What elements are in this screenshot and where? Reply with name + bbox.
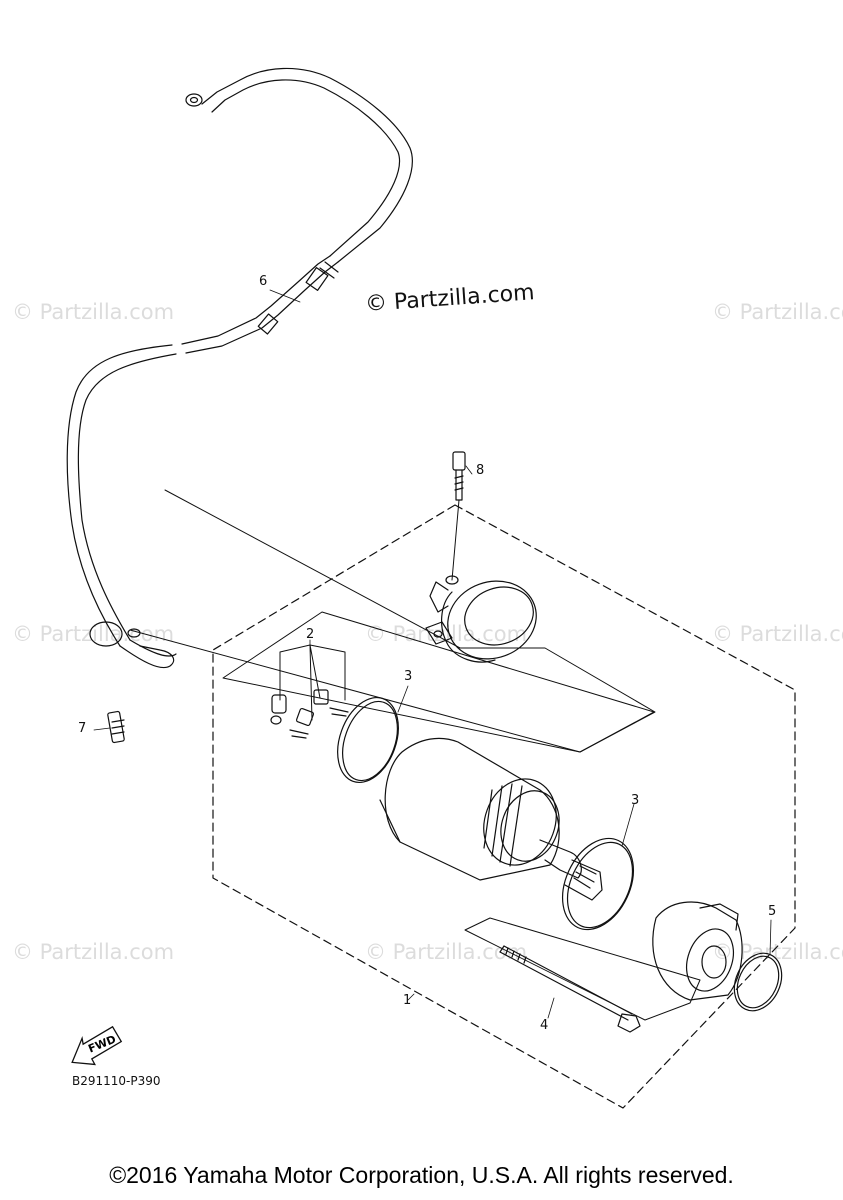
leader-5: [769, 919, 772, 956]
motor-body: [379, 737, 603, 901]
callout-4: 4: [540, 1018, 549, 1033]
leader-3a: [397, 685, 409, 713]
callout-7: 7: [78, 721, 87, 736]
watermark: © Partzilla.com: [712, 622, 843, 646]
rear-cover: [425, 575, 537, 663]
through-bolt: [499, 945, 641, 1033]
brush-panel: [222, 611, 655, 753]
leader-1: [407, 993, 415, 1001]
leader-6: [269, 289, 301, 303]
o-ring-lower: [562, 837, 634, 931]
bolt-8: [451, 451, 466, 581]
bolt-panel: [464, 917, 701, 1021]
leader-4: [547, 997, 555, 1019]
diagram-code: B291110-P390: [72, 1074, 161, 1088]
watermark: © Partzilla.com: [12, 940, 175, 964]
front-cover: [652, 901, 743, 1001]
callout-1: 1: [403, 993, 412, 1008]
callout-3-upper: 3: [404, 669, 413, 684]
o-ring-5: [733, 952, 783, 1012]
bolt-7: [107, 710, 125, 744]
callout-2: 2: [306, 627, 315, 642]
copyright-notice: ©2016 Yamaha Motor Corporation, U.S.A. A…: [109, 1162, 734, 1188]
watermark: © Partzilla.com: [12, 300, 175, 324]
fwd-arrow: [71, 1025, 123, 1066]
assembly-boundary: [212, 504, 796, 1109]
watermark: © Partzilla.com: [712, 300, 843, 324]
brush-set: [270, 644, 349, 739]
callout-3-lower: 3: [631, 793, 640, 808]
watermark: © Partzilla.com: [12, 622, 175, 646]
leader-7: [93, 727, 111, 731]
leader-3b: [621, 803, 635, 847]
starter-cable: [66, 67, 413, 669]
band-upper: [129, 489, 656, 753]
leader-8: [465, 465, 473, 475]
callout-8: 8: [476, 463, 485, 478]
callout-5: 5: [768, 904, 777, 919]
o-ring-upper: [337, 696, 399, 784]
callout-6: 6: [259, 274, 268, 289]
